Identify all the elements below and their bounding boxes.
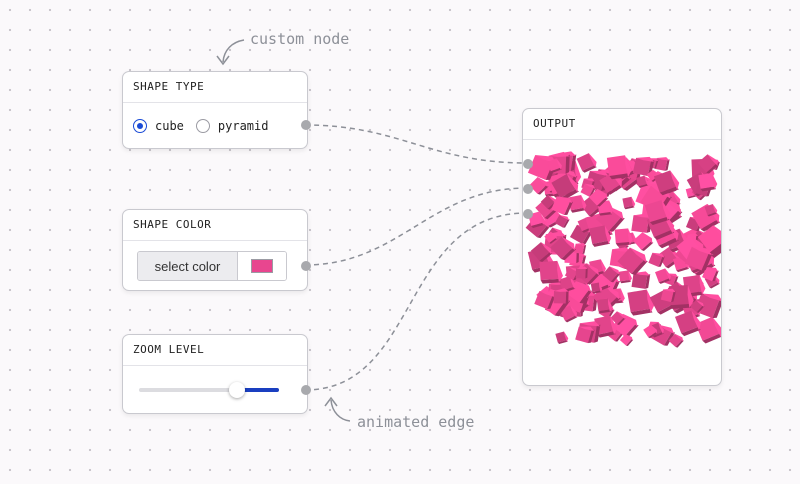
cube-shape (702, 266, 719, 282)
cube-shape (602, 266, 621, 283)
cube-shape (575, 266, 588, 279)
cube-shape (573, 243, 587, 255)
cube-shape (644, 200, 671, 225)
pyramid-radio[interactable] (195, 119, 210, 133)
custom-node-arrowhead-icon (216, 55, 230, 66)
output-input-handle-zoom[interactable] (523, 209, 533, 219)
cube-shape (643, 324, 658, 339)
cube-shape (614, 228, 633, 246)
output-input-handle-type[interactable] (523, 159, 533, 169)
cube-shape (596, 298, 613, 314)
zoom-slider-thumb[interactable] (229, 382, 245, 398)
cube-shape (590, 282, 603, 294)
zoom-slider-fill (237, 388, 279, 392)
animated-edge-annotation: animated edge (357, 413, 475, 431)
select-color-button[interactable]: select color (138, 252, 238, 280)
cube-shape (636, 175, 649, 188)
animated-edge-arrowhead-icon (324, 396, 338, 407)
cube-shape (697, 154, 719, 174)
zoom-level-output-handle[interactable] (301, 385, 311, 395)
cube-shape (554, 214, 570, 228)
cube-shape (547, 158, 562, 173)
custom-node-annotation: custom node (250, 30, 350, 48)
cube-shape (704, 204, 718, 217)
cube-shape (555, 331, 569, 345)
cube-shape (668, 284, 694, 309)
cube-shape (617, 247, 648, 275)
pyramid-radio-label[interactable]: pyramid (217, 119, 269, 133)
cube-radio-label[interactable]: cube (155, 119, 184, 133)
cube-shape (575, 326, 595, 344)
animated-edge-arrow-icon (330, 399, 351, 422)
cube-shape (660, 288, 676, 303)
cube-shape (618, 270, 632, 284)
cube-shape (529, 176, 549, 195)
cube-shape (633, 232, 654, 251)
cube-shape (589, 225, 612, 247)
shape-color-node[interactable]: SHAPE COLOR select color (122, 209, 311, 291)
color-picker[interactable]: select color (137, 251, 287, 281)
cube-shape (632, 156, 655, 177)
cube-shape (544, 231, 558, 244)
cube-shape (684, 246, 713, 271)
cube-shape (553, 288, 569, 304)
shape-color-node-title: SHAPE COLOR (123, 210, 307, 241)
zoom-slider[interactable] (123, 366, 307, 414)
shape-color-output-handle[interactable] (301, 261, 311, 271)
cube-shape (690, 299, 705, 313)
cube-shape (627, 289, 655, 316)
shape-type-node-title: SHAPE TYPE (123, 72, 307, 103)
color-swatch (251, 259, 273, 273)
output-input-handle-color[interactable] (523, 184, 533, 194)
zoom-level-node-title: ZOOM LEVEL (123, 335, 307, 366)
cube-shape (539, 260, 563, 284)
cube-shape (619, 334, 634, 347)
cube-radio[interactable] (133, 119, 147, 133)
output-node-title: OUTPUT (523, 109, 721, 140)
cube-shape (668, 333, 684, 348)
cube-shape (530, 242, 553, 263)
output-render (525, 151, 721, 348)
cube-shape (551, 173, 579, 201)
shape-type-output-handle[interactable] (301, 120, 311, 130)
cube-shape (551, 196, 573, 216)
cube-shape (698, 172, 718, 192)
cube-shape (697, 225, 721, 255)
cube-shape (631, 271, 651, 289)
cube-shape (694, 293, 721, 319)
cube-shape (534, 290, 556, 310)
edge-shape-type-output[interactable] (304, 124, 528, 164)
cube-shape (588, 188, 609, 207)
cube-shape (610, 311, 626, 326)
edge-shape-color-output[interactable] (304, 187, 528, 266)
cube-shape (568, 195, 587, 213)
cube-shape (648, 252, 665, 267)
cube-shape (655, 268, 671, 284)
cube-shape (580, 183, 596, 197)
cube-shape (558, 276, 576, 293)
zoom-slider-track[interactable] (139, 388, 279, 392)
output-node[interactable]: OUTPUT (522, 108, 722, 386)
cube-shape (540, 194, 557, 210)
custom-node-arrow-icon (222, 39, 245, 63)
edge-zoom-output[interactable] (304, 212, 528, 391)
cube-shape (695, 316, 721, 344)
zoom-level-node[interactable]: ZOOM LEVEL (122, 334, 311, 414)
cube-shape (674, 310, 701, 337)
shape-type-radio-group: cube pyramid (123, 103, 307, 149)
cube-shape (622, 196, 636, 210)
cube-shape (550, 236, 577, 261)
cube-shape (606, 155, 632, 180)
color-swatch-button[interactable] (238, 252, 286, 280)
cube-shape (653, 170, 680, 196)
shape-type-node[interactable]: SHAPE TYPE cube pyramid (122, 71, 311, 149)
cube-shape (576, 153, 597, 173)
